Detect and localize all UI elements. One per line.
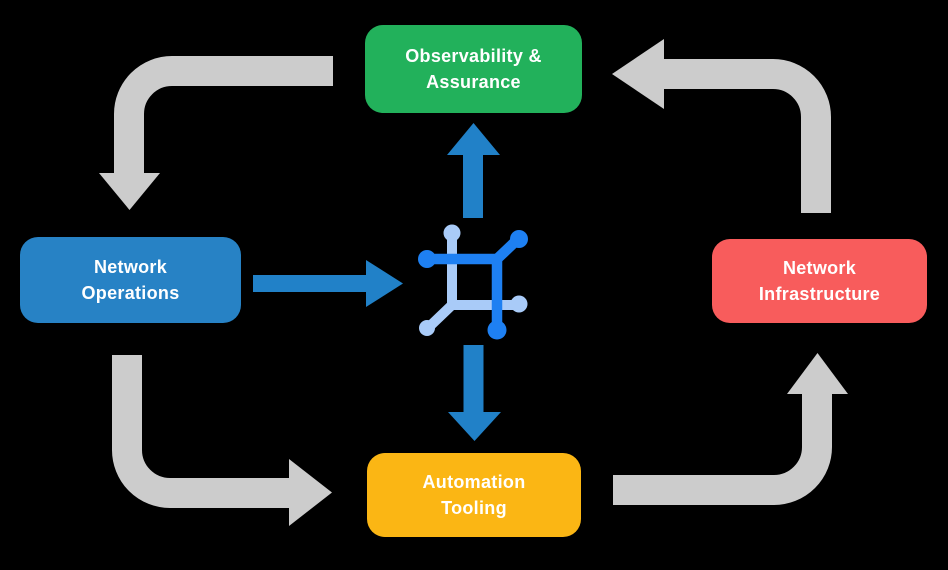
data-arrowhead-down <box>448 412 501 441</box>
node-network-operations: Network Operations <box>20 237 241 323</box>
hub-light-node-top <box>443 224 461 242</box>
node-label-line: Network <box>93 256 168 277</box>
flow-arrowhead-up <box>787 353 848 394</box>
node-label-line: Infrastructure <box>758 284 881 304</box>
flow-arrow-observability-to-operations <box>99 56 333 210</box>
flow-arrow-infrastructure-to-observability <box>612 39 831 213</box>
hub-dark-node-top-right <box>510 230 528 248</box>
node-label-line: Tooling <box>441 498 507 518</box>
flow-arrow-elbow <box>112 355 289 508</box>
hub-light-node-right <box>510 295 528 313</box>
flow-arrow-elbow <box>613 394 832 505</box>
node-label-line: Operations <box>81 283 180 303</box>
node-network-infrastructure: Network Infrastructure <box>712 239 927 323</box>
node-label-line: Observability & <box>405 45 542 66</box>
data-arrow-hub-to-automation <box>448 345 501 441</box>
hub-dark-node-bottom <box>487 320 507 340</box>
flow-arrowhead-left <box>612 39 664 109</box>
flow-arrow-elbow <box>664 59 831 213</box>
flow-arrow-elbow <box>114 56 333 176</box>
flow-arrow-automation-to-infrastructure <box>613 353 848 505</box>
hub-dark-node-left <box>418 250 436 268</box>
node-label-line: Network <box>782 257 857 278</box>
node-automation-tooling: Automation Tooling <box>367 453 581 537</box>
data-arrow-hub-to-observability <box>447 123 500 218</box>
data-arrowhead-right <box>366 260 403 307</box>
node-label-line: Assurance <box>426 72 521 92</box>
flow-arrow-operations-to-automation <box>112 355 332 526</box>
data-arrowhead-up <box>447 123 500 155</box>
data-arrow-operations-to-hub <box>253 260 403 307</box>
hub-light-node-bottom-left <box>419 320 435 336</box>
flow-arrowhead-right <box>289 459 332 526</box>
node-observability-assurance: Observability & Assurance <box>365 25 582 113</box>
flow-arrowhead-down <box>99 173 160 210</box>
node-label-line: Automation <box>422 471 526 492</box>
network-hub-icon <box>418 224 528 340</box>
